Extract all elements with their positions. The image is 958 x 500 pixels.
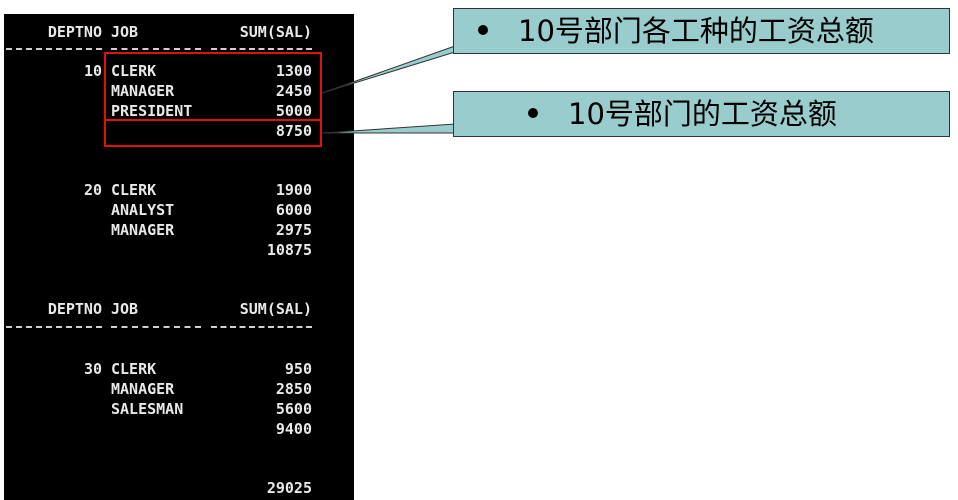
group-deptno: 20 [83,181,102,199]
callout-dept-total: 10号部门的工资总额 [453,91,950,137]
row-job: MANAGER [111,380,175,398]
header-separator [6,326,102,328]
row-sum: 5000 [275,102,312,120]
group-deptno: 10 [83,62,102,80]
header-separator [111,326,201,328]
row-sum: 2850 [275,380,312,398]
column-header-job: JOB [111,23,139,41]
row-sum: 5600 [275,400,312,418]
row-job: CLERK [111,62,157,80]
sql-output-console: DEPTNO JOB SUM(SAL) 10 CLERK 1300 MANAGE… [4,14,354,500]
bullet-icon [478,25,488,35]
callout-job-totals: 10号部门各工种的工资总额 [453,8,950,54]
row-job: CLERK [111,360,157,378]
group-subtotal: 10875 [266,241,312,259]
column-header-deptno: DEPTNO [47,300,102,318]
row-sum: 2975 [275,221,312,239]
header-separator [111,48,201,50]
callout-job-totals-text: 10号部门各工种的工资总额 [518,14,874,48]
job-totals-highlight-box [104,52,322,121]
row-job: PRESIDENT [111,102,193,120]
row-job: MANAGER [111,82,175,100]
column-header-sum: SUM(SAL) [239,300,312,318]
bullet-icon [528,108,538,118]
group-deptno: 30 [83,360,102,378]
row-job: CLERK [111,181,157,199]
row-sum: 950 [284,360,312,378]
column-header-deptno: DEPTNO [47,23,102,41]
column-header-sum: SUM(SAL) [239,23,312,41]
row-job: MANAGER [111,221,175,239]
dept-total-highlight-box [104,119,322,147]
row-sum: 6000 [275,201,312,219]
header-separator [211,48,312,50]
row-sum: 2450 [275,82,312,100]
row-sum: 1300 [275,62,312,80]
callout-dept-total-text: 10号部门的工资总额 [568,97,837,131]
row-job: SALESMAN [111,400,184,418]
column-header-job: JOB [111,300,139,318]
row-job: ANALYST [111,201,175,219]
grand-total: 29025 [266,479,312,497]
group-subtotal: 8750 [275,122,312,140]
header-separator [211,326,312,328]
row-sum: 1900 [275,181,312,199]
header-separator [6,48,102,50]
group-subtotal: 9400 [275,420,312,438]
